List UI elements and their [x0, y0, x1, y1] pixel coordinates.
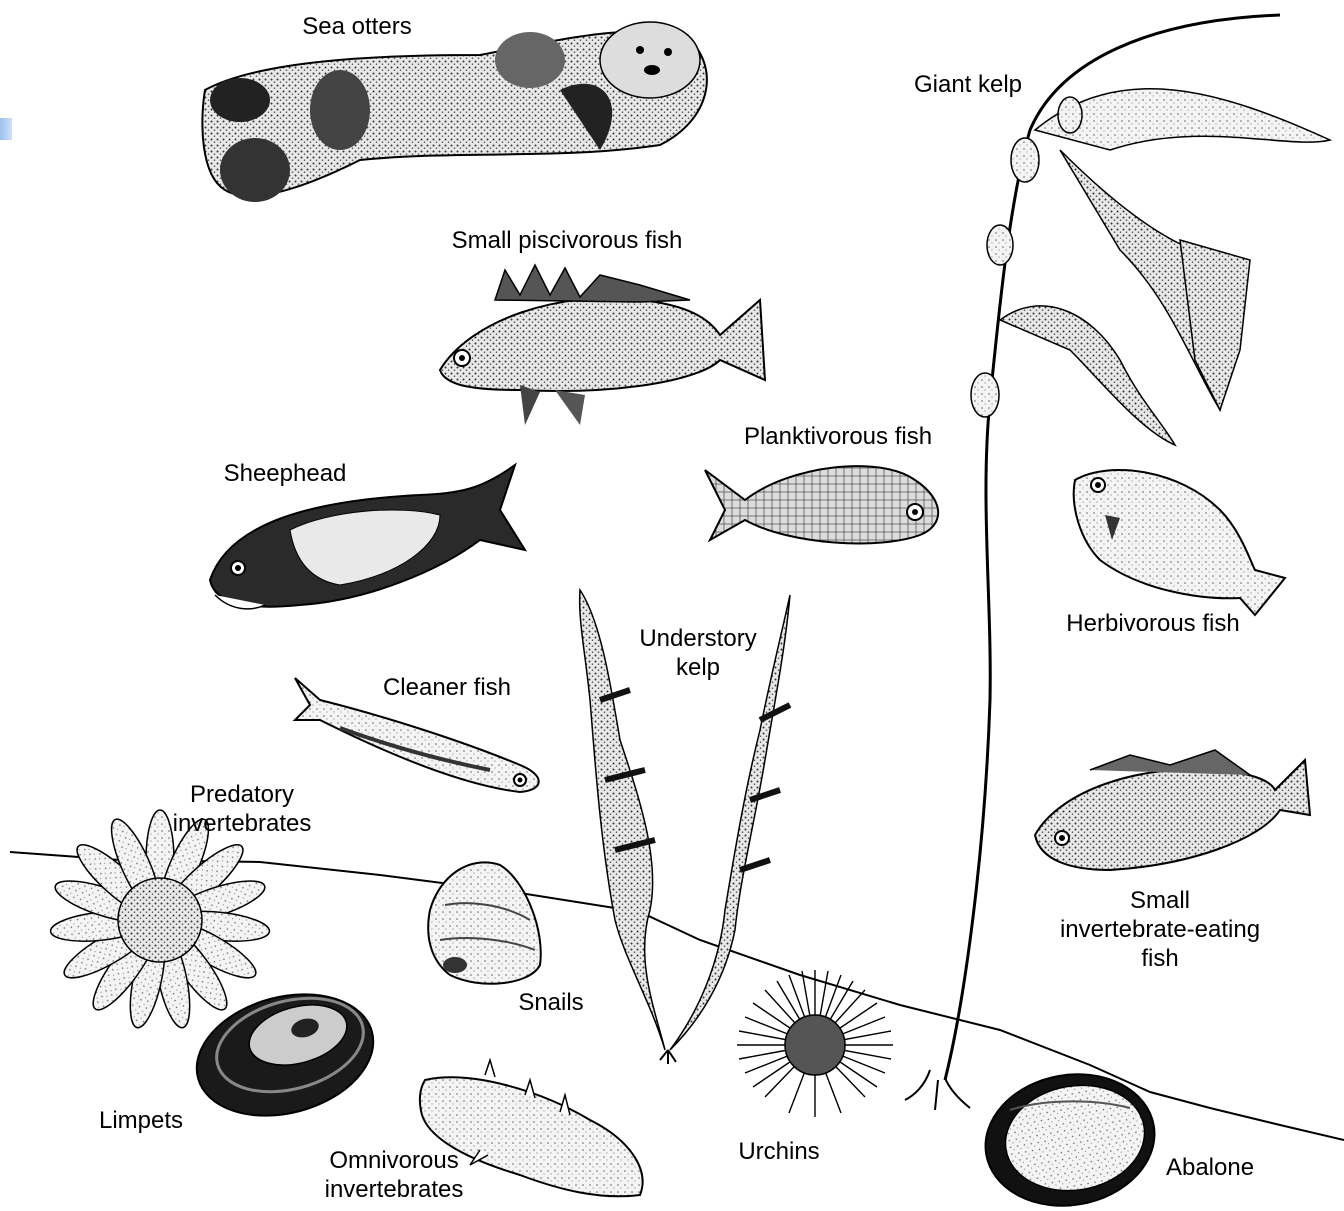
label-sheephead: Sheephead — [224, 459, 347, 488]
sea-otter-illustration — [202, 22, 706, 202]
snail-illustration — [428, 862, 541, 983]
label-giant-kelp: Giant kelp — [914, 70, 1022, 99]
abalone-illustration — [975, 1061, 1165, 1211]
label-line: invertebrates — [325, 1175, 464, 1204]
label-sea-otters: Sea otters — [302, 12, 411, 41]
label-planktivorous-fish: Planktivorous fish — [744, 422, 932, 451]
rockfish-illustration — [440, 265, 765, 425]
herbivorous-fish-illustration — [1074, 470, 1285, 615]
label-cleaner-fish: Cleaner fish — [383, 673, 511, 702]
label-small-invertebrate-eating-fish: Small invertebrate-eating fish — [1060, 886, 1260, 973]
label-line: Predatory — [173, 780, 312, 809]
label-small-piscivorous-fish: Small piscivorous fish — [452, 226, 683, 255]
label-line: invertebrates — [173, 809, 312, 838]
invertebrate-eating-fish-illustration — [1035, 750, 1310, 870]
label-line: fish — [1060, 944, 1260, 973]
label-herbivorous-fish: Herbivorous fish — [1066, 609, 1239, 638]
label-line: Understory — [639, 624, 756, 653]
label-predatory-invertebrates: Predatory invertebrates — [173, 780, 312, 838]
label-limpets: Limpets — [99, 1106, 183, 1135]
label-line: invertebrate-eating — [1060, 915, 1260, 944]
label-line: kelp — [639, 653, 756, 682]
label-abalone: Abalone — [1166, 1153, 1254, 1182]
label-line: Omnivorous — [325, 1146, 464, 1175]
sea-star-illustration — [49, 810, 271, 1031]
urchin-illustration — [737, 970, 893, 1117]
planktivorous-fish-illustration — [705, 466, 938, 543]
label-snails: Snails — [518, 988, 583, 1017]
label-understory-kelp: Understory kelp — [639, 624, 756, 682]
label-line: Small — [1060, 886, 1260, 915]
label-urchins: Urchins — [738, 1137, 819, 1166]
label-omnivorous-invertebrates: Omnivorous invertebrates — [325, 1146, 464, 1204]
